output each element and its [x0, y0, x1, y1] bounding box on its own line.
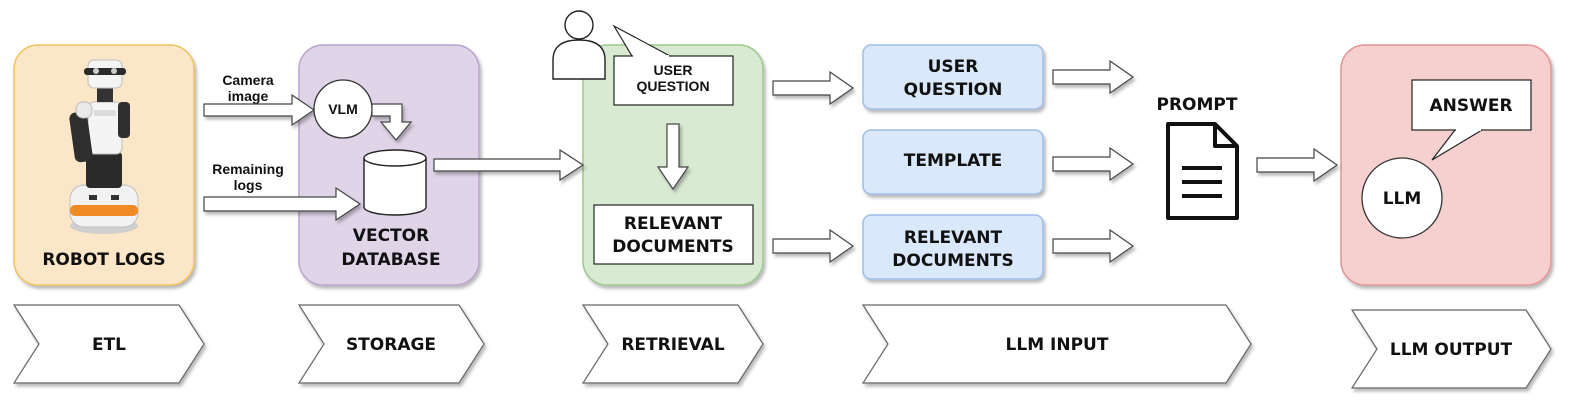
vlm-label: VLM	[328, 101, 358, 117]
input-user-question-line1: USER	[928, 57, 979, 77]
camera-image-label-line2: image	[228, 88, 269, 104]
remaining-logs-label-line1: Remaining	[212, 161, 284, 177]
input-arrow-1	[1052, 59, 1135, 95]
svg-text:ETL: ETL	[92, 335, 126, 355]
input-template-box	[862, 129, 1044, 195]
vector-database-label-line2: DATABASE	[341, 250, 440, 270]
input-user-question-box	[862, 44, 1044, 110]
relevant-documents-line2: DOCUMENTS	[612, 237, 733, 257]
relevant-documents-line1: RELEVANT	[624, 214, 723, 234]
database-icon	[363, 149, 427, 216]
robot-logs-label: ROBOT LOGS	[42, 250, 165, 270]
phase-chevron-storage: STORAGE	[297, 304, 485, 384]
phase-chevron-retrieval: RETRIEVAL	[581, 304, 764, 384]
storage-to-retrieval-arrow	[433, 148, 585, 182]
answer-box	[1411, 79, 1532, 131]
user-question-line1: USER	[654, 62, 693, 78]
phase-chevron-etl: ETL	[12, 304, 205, 384]
input-template-label: TEMPLATE	[904, 151, 1002, 171]
input-relevant-documents-line2: DOCUMENTS	[892, 251, 1013, 271]
remaining-logs-label-line2: logs	[234, 177, 263, 193]
vlm-to-db-arrow	[371, 103, 413, 141]
svg-text:LLM OUTPUT: LLM OUTPUT	[1390, 340, 1513, 360]
user-question-line2: QUESTION	[636, 78, 709, 94]
vector-database-label-line1: VECTOR	[353, 226, 429, 246]
llm-label: LLM	[1383, 189, 1422, 209]
robot-icon	[69, 59, 139, 234]
question-to-documents-arrow	[656, 123, 690, 191]
svg-text:RETRIEVAL: RETRIEVAL	[621, 335, 724, 355]
document-icon	[1166, 122, 1239, 220]
input-arrow-2	[1052, 146, 1135, 182]
phase-chevron-llm-output: LLM OUTPUT	[1350, 309, 1552, 389]
input-user-question-line2: QUESTION	[904, 80, 1003, 100]
relevant-documents-box	[593, 204, 754, 265]
llm-node	[1361, 157, 1443, 239]
user-question-box	[613, 55, 734, 106]
svg-text:STORAGE: STORAGE	[346, 335, 436, 355]
camera-image-arrow	[203, 93, 316, 127]
prompt-label: PROMPT	[1157, 95, 1238, 115]
svg-text:LLM INPUT: LLM INPUT	[1006, 335, 1109, 355]
user-icon	[552, 10, 606, 80]
documents-to-input-arrow	[772, 228, 855, 264]
input-arrow-3	[1052, 228, 1135, 264]
phase-chevron-llm-input: LLM INPUT	[861, 304, 1252, 384]
input-relevant-documents-box	[862, 214, 1044, 280]
remaining-logs-arrow	[203, 186, 362, 222]
question-to-input-arrow	[772, 70, 855, 106]
answer-label: ANSWER	[1429, 96, 1512, 116]
prompt-to-output-arrow	[1256, 147, 1339, 183]
camera-image-label-line1: Camera	[222, 72, 274, 88]
input-relevant-documents-line1: RELEVANT	[904, 228, 1003, 248]
